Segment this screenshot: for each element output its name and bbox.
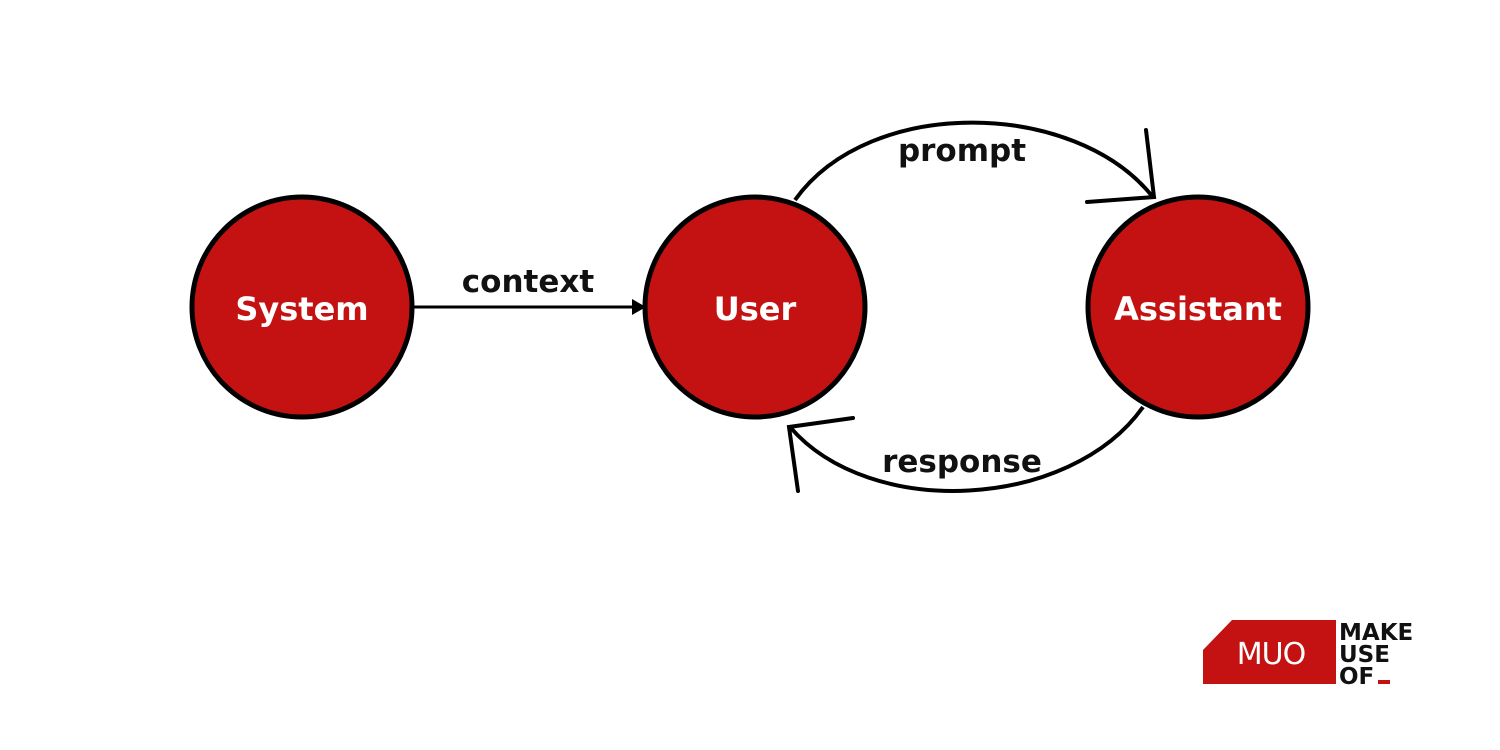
edge-label-response: response [882,444,1042,480]
logo-underscore [1378,680,1390,684]
logo-word-of: OF [1339,664,1374,690]
edge-prompt-arc [793,120,1154,202]
node-assistant-label: Assistant [1114,290,1282,328]
edge-label-context: context [462,264,595,300]
node-system [189,194,415,420]
logo-word-use: USE [1339,642,1390,668]
edge-context-arrowhead [632,299,646,315]
node-user [642,194,868,420]
node-user-label: User [714,290,797,328]
edge-response-arrowhead [786,416,855,493]
node-assistant [1085,194,1311,420]
edge-label-prompt: prompt [898,133,1026,169]
muo-logo-mark [1203,620,1336,684]
muo-logo: MUO MAKE USE OF [1203,620,1413,690]
muo-logo-mark-text: MUO [1237,637,1305,672]
edge-prompt-arrowhead [1085,128,1157,204]
edge-response-arc [788,405,1145,493]
node-system-label: System [235,290,368,328]
logo-word-make: MAKE [1339,620,1413,646]
